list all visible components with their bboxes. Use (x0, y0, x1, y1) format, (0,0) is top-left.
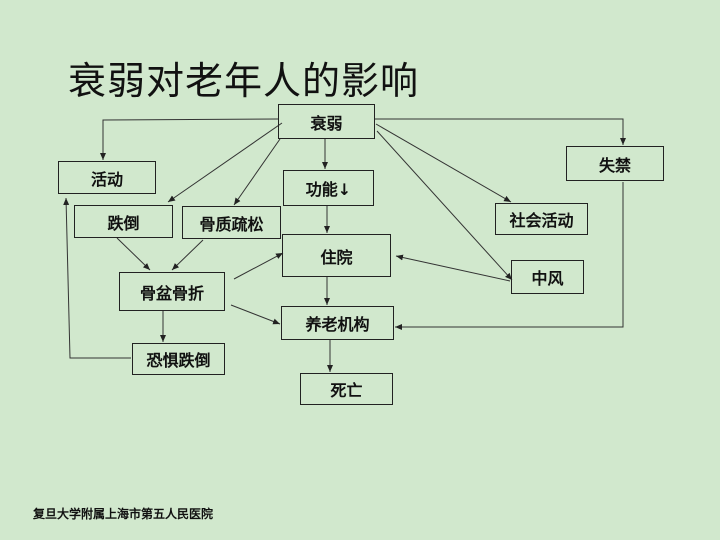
node-social: 社会活动 (495, 203, 588, 235)
node-death: 死亡 (300, 373, 393, 405)
node-fall: 跌倒 (74, 205, 173, 238)
node-stroke: 中风 (511, 260, 584, 294)
edge-frailty-activity (100, 118, 279, 160)
node-nursing-home: 养老机构 (281, 306, 394, 340)
slide-title: 衰弱对老年人的影响 (68, 59, 420, 103)
footer-institution: 复旦大学附属上海市第五人民医院 (33, 507, 214, 521)
edge-fall-pelvic (116, 237, 151, 271)
edge-frailty-social (375, 123, 512, 203)
node-function: 功能↓ (283, 170, 374, 206)
edge-pelvic-hospital (233, 252, 284, 280)
node-pelvic-fracture: 骨盆骨折 (119, 272, 225, 311)
node-fear-of-falling: 恐惧跌倒 (132, 343, 225, 375)
edge-pelvic-nursing (230, 304, 281, 325)
edge-fear-activity (63, 197, 131, 359)
edge-incontinence-nursing (395, 182, 624, 330)
edge-frailty-stroke (376, 130, 513, 281)
node-hospital: 住院 (282, 234, 391, 277)
edge-frailty-osteoporosis (233, 138, 281, 206)
node-incontinence: 失禁 (566, 146, 664, 181)
edge-stroke-hospital (395, 254, 511, 282)
node-frailty: 衰弱 (278, 104, 375, 139)
node-activity: 活动 (58, 161, 156, 194)
edge-frailty-fall (167, 122, 283, 203)
node-osteoporosis: 骨质疏松 (182, 206, 281, 239)
edge-frailty-incontinence (375, 118, 626, 145)
edge-osteo-pelvic (171, 239, 204, 271)
